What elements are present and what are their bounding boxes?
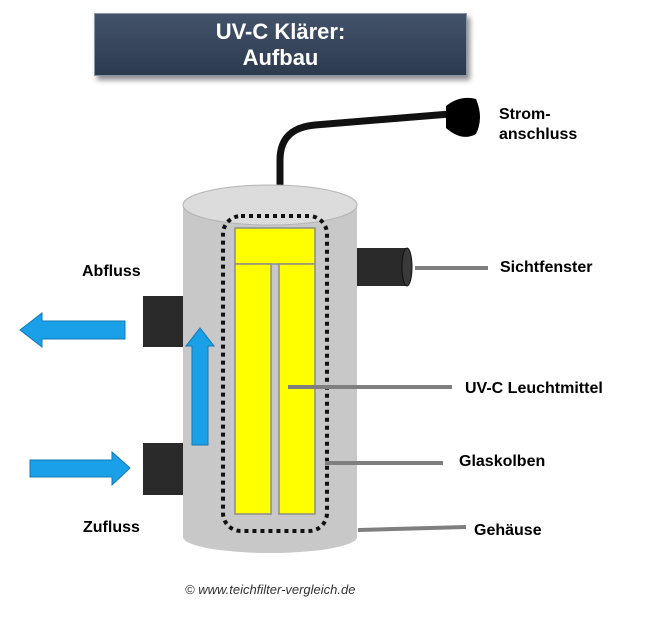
label-sichtfenster: Sichtfenster: [500, 259, 593, 276]
uv-lamp-cap: [234, 227, 316, 265]
label-abfluss: Abfluss: [82, 263, 141, 280]
inlet-port: [143, 443, 183, 495]
title-line-2: Aufbau: [242, 44, 319, 70]
internal-flow-arrow-icon: [184, 327, 216, 446]
title-line-1: UV-C Klärer:: [215, 18, 346, 44]
label-strom-line-2: anschluss: [499, 126, 578, 143]
label-gehaeuse: Gehäuse: [474, 522, 542, 539]
copyright-notice: © www.teichfilter-vergleich.de: [185, 582, 356, 597]
sight-window: [357, 248, 407, 286]
outflow-arrow-icon: [19, 311, 126, 349]
inflow-arrow-icon: [29, 450, 131, 487]
label-uvc-leuchtmittel: UV-C Leuchtmittel: [465, 380, 603, 397]
label-zufluss: Zufluss: [83, 519, 140, 536]
label-strom-line-1: Strom-: [499, 106, 551, 123]
housing-top: [182, 184, 358, 226]
housing-bottom: [183, 521, 357, 553]
leader-gehaeuse: [357, 525, 467, 532]
power-cable: [276, 110, 454, 209]
title-box: UV-C Klärer: Aufbau: [94, 13, 467, 76]
glass-bulb: [221, 214, 329, 533]
uv-lamp-tube-left: [234, 263, 272, 515]
label-glaskolben: Glaskolben: [459, 453, 546, 470]
power-plug-icon: [446, 97, 480, 137]
sight-window-face: [401, 247, 413, 287]
outlet-port: [143, 296, 183, 347]
